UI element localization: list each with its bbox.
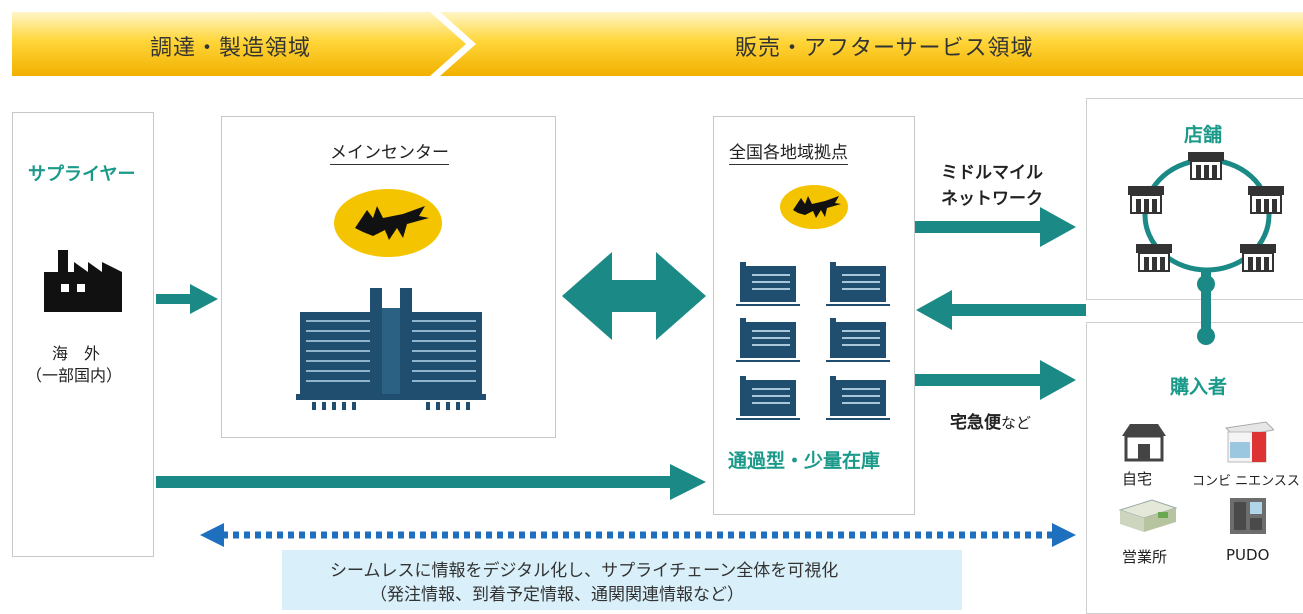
regional-warehouses-icon (736, 262, 890, 420)
information-banner (282, 550, 962, 610)
convenience-store-label: コンビ ニエンスストア (1192, 474, 1303, 489)
main-warehouse-building-icon (296, 288, 486, 410)
pudo-label: PUDO (1226, 546, 1270, 564)
buyers-title: 購入者 (1170, 376, 1228, 398)
header-band (12, 12, 1303, 76)
middle-mile-label: ミドルマイル ネットワーク (941, 160, 1043, 212)
regional-hubs-box (713, 116, 915, 515)
arrow-stores-to-hubs (916, 290, 1086, 330)
sales-band (440, 12, 1303, 76)
office-label: 営業所 (1122, 548, 1168, 566)
factory-icon (44, 250, 122, 312)
supplier-box (12, 112, 154, 557)
supplier-title: サプライヤー (28, 164, 136, 185)
supplier-location-line2: （一部国内） (26, 366, 123, 385)
arrow-supplier-to-regional-hubs (156, 464, 706, 500)
banner-line2: （発注情報、到着予定情報、通関関連情報など） (370, 585, 744, 605)
store-buyer-connector (1197, 268, 1215, 345)
arrow-hubs-to-buyers (915, 360, 1076, 400)
yamato-cat-logo-small-icon (780, 185, 848, 229)
information-dotted-arrow (200, 523, 1076, 547)
regional-hubs-title: 全国各地域拠点 (729, 138, 848, 165)
middle-mile-line2: ネットワーク (941, 189, 1043, 209)
arrow-main-center-regional-hubs-bidirectional (562, 252, 706, 340)
takkyubin-label: 宅急便など (950, 408, 1031, 433)
takkyubin-bold: 宅急便 (950, 413, 1001, 433)
pudo-locker-icon (1230, 498, 1266, 534)
shop-icon (1128, 152, 1284, 272)
banner-line1: シームレスに情報をデジタル化し、サプライチェーン全体を可視化 (330, 561, 839, 581)
takkyubin-suffix: など (1001, 414, 1032, 432)
home-label: 自宅 (1122, 470, 1153, 488)
convenience-store-icon (1224, 421, 1274, 463)
yamato-cat-logo-icon (334, 189, 442, 257)
buyers-box (1086, 322, 1303, 614)
stores-title: 店舗 (1184, 124, 1223, 146)
arrow-supplier-to-main-center (156, 284, 218, 314)
home-icon (1122, 424, 1166, 462)
main-center-title: メインセンター (330, 138, 449, 165)
supplier-location-line1: 海 外 (52, 344, 101, 363)
procurement-band-label: 調達・製造領域 (150, 36, 312, 61)
regional-hubs-caption: 通過型・少量在庫 (728, 450, 881, 472)
procurement-band (12, 12, 466, 76)
store-ring-icon (1128, 152, 1284, 273)
arrow-hubs-to-stores (915, 207, 1076, 247)
office-building-icon (1118, 499, 1178, 532)
middle-mile-line1: ミドルマイル (941, 163, 1043, 183)
sales-band-label: 販売・アフターサービス領域 (735, 36, 1034, 61)
